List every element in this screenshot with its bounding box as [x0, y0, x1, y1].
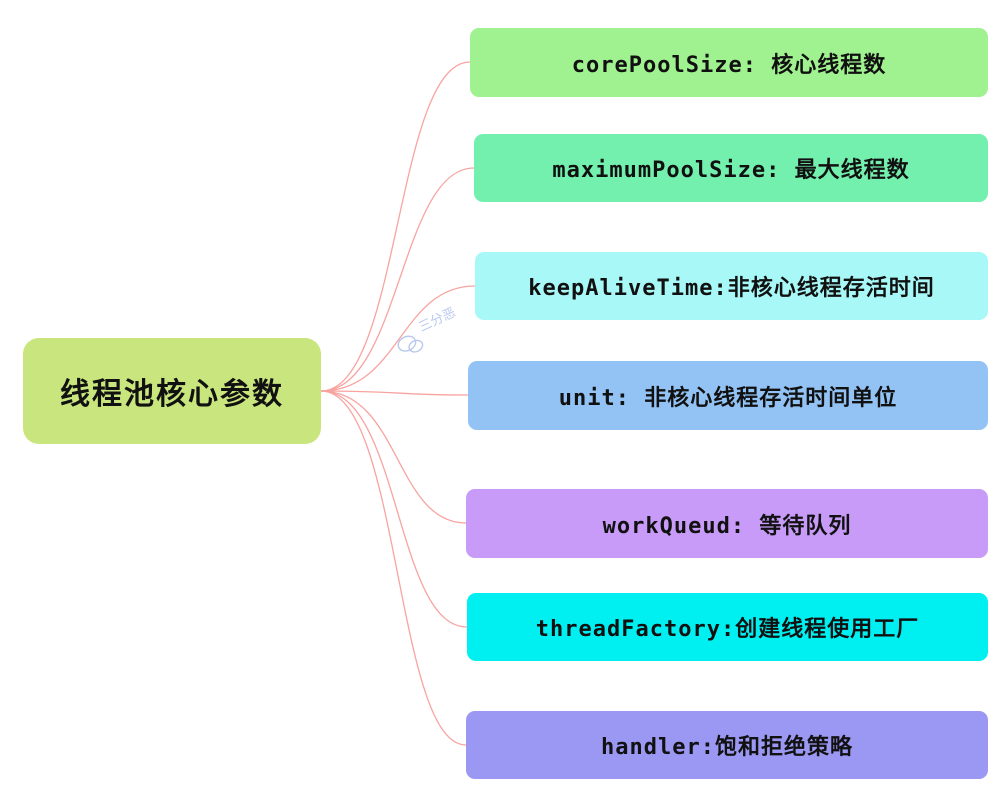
node-unit: unit: 非核心线程存活时间单位 [468, 361, 988, 430]
connector-line [320, 285, 476, 392]
root-label: 线程池核心参数 [60, 377, 284, 412]
node-label: maximumPoolSize: 最大线程数 [552, 158, 910, 183]
node-maximum-pool-size: maximumPoolSize: 最大线程数 [474, 134, 988, 202]
connector-line [320, 167, 475, 392]
connector-line [320, 390, 467, 746]
node-work-queue: workQueud: 等待队列 [466, 489, 988, 558]
connector-line [320, 61, 471, 392]
node-label: corePoolSize: 核心线程数 [571, 52, 887, 78]
node-label: threadFactory:创建线程使用工厂 [535, 617, 920, 642]
watermark: 三分恶 [383, 295, 473, 355]
connector-line [320, 390, 468, 628]
root-node: 线程池核心参数 [23, 338, 321, 444]
node-core-pool-size: corePoolSize: 核心线程数 [470, 28, 988, 97]
node-label: handler:饱和拒绝策略 [601, 735, 853, 760]
connector-line [320, 390, 467, 524]
node-keep-alive-time: keepAliveTime:非核心线程存活时间 [475, 252, 988, 320]
node-label: unit: 非核心线程存活时间单位 [558, 385, 898, 411]
wechat-icon [397, 335, 424, 353]
node-label: keepAliveTime:非核心线程存活时间 [528, 276, 935, 301]
connector-line [320, 390, 469, 396]
node-label: workQueud: 等待队列 [602, 513, 852, 539]
node-thread-factory: threadFactory:创建线程使用工厂 [467, 593, 988, 661]
node-handler: handler:饱和拒绝策略 [466, 711, 988, 779]
